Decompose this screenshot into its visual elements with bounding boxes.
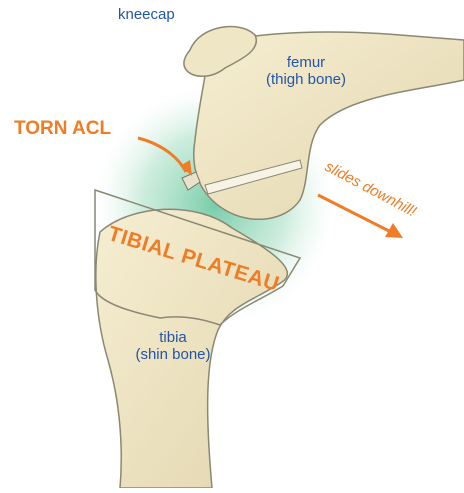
tibia-label: tibia (shin bone) [128,329,218,363]
femur-label: femur (thigh bone) [252,54,360,88]
kneecap-label: kneecap [118,6,175,23]
torn-acl-label: TORN ACL [14,118,111,140]
femur-subtitle: (thigh bone) [252,71,360,88]
femur-name: femur [252,54,360,71]
tibia-subtitle: (shin bone) [128,346,218,363]
tibia-name: tibia [128,329,218,346]
